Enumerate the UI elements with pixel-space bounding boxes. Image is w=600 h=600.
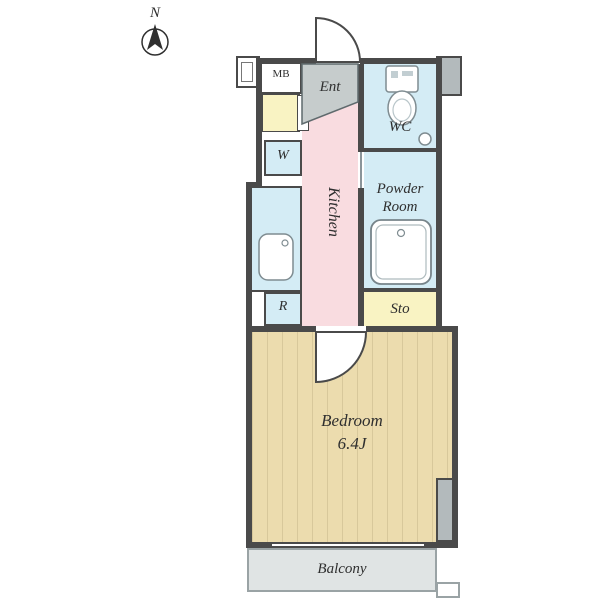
compass-north-label: N: [149, 5, 160, 21]
refrigerator-space: [264, 292, 302, 326]
wall: [424, 542, 458, 548]
wall: [256, 58, 262, 188]
bedroom-window: [272, 542, 424, 548]
sliding-door: [360, 152, 362, 188]
shoe-cabinet: [262, 94, 300, 132]
meter-box-inner: [241, 62, 253, 82]
storage-floor: [364, 292, 436, 326]
wall: [246, 182, 262, 188]
wall: [366, 326, 458, 332]
shoe-cabinet-door: [297, 95, 309, 131]
powder-room-floor: [364, 152, 436, 288]
bedroom-name: Bedroom: [321, 411, 383, 430]
wall: [256, 58, 316, 64]
powder-room-label: Powder Room: [376, 181, 424, 215]
bedroom-label: Bedroom 6.4J: [292, 410, 412, 456]
entrance-label: Ent: [319, 79, 341, 95]
balcony-corner-box: [436, 582, 460, 598]
wall: [362, 288, 436, 292]
wall: [362, 148, 436, 152]
wall: [358, 64, 364, 152]
kitchen-counter: [250, 186, 302, 292]
mb-label: MB: [272, 68, 290, 80]
wall: [452, 326, 458, 548]
wall: [358, 188, 364, 326]
balcony-floor: [247, 548, 437, 592]
storage-label: Sto: [390, 301, 410, 317]
wall: [246, 542, 272, 548]
refrigerator-label: R: [278, 299, 288, 314]
wall: [246, 326, 316, 332]
bedroom-size: 6.4J: [337, 433, 367, 453]
entrance-door-arc-icon: [315, 16, 362, 63]
wall: [300, 64, 302, 92]
wall: [246, 182, 252, 548]
balcony-label: Balcony: [317, 561, 367, 577]
kitchen-label: Kitchen: [325, 187, 342, 237]
compass-icon: [141, 24, 169, 56]
wall: [262, 92, 302, 94]
washer-label: W: [277, 148, 289, 163]
washer-space: [264, 140, 302, 176]
wall: [436, 58, 442, 332]
wall: [360, 58, 442, 64]
wc-label: WC: [388, 119, 412, 135]
